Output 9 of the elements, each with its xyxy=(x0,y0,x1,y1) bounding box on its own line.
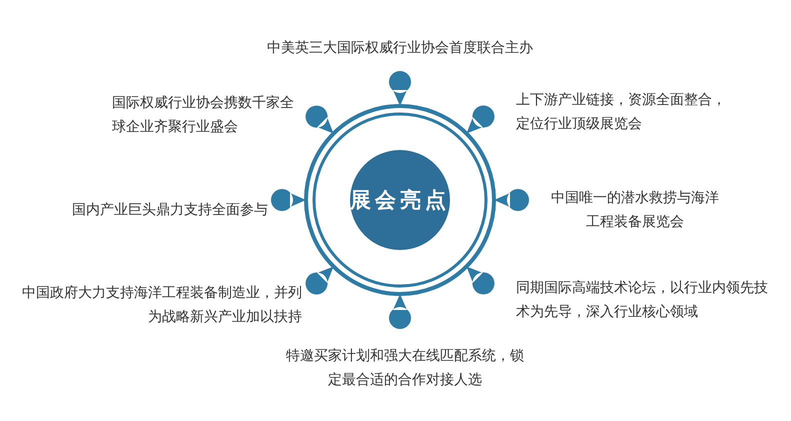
highlight-text: 中国唯一的潜水救捞与海洋工程装备展览会 xyxy=(550,189,720,232)
highlight-text: 同期国际高端技术论坛，以行业内领先技术为先导，深入行业核心领域 xyxy=(516,279,769,322)
highlight-text: 国际权威行业协会携数千家全球企业齐聚行业盛会 xyxy=(112,94,295,137)
highlight-text: 中国政府大力支持海洋工程装备制造业，并列为战略新兴产业加以扶持 xyxy=(21,284,302,327)
highlight-text: 特邀买家计划和强大在线匹配系统，锁定最合适的合作对接人选 xyxy=(285,347,525,390)
highlight-text: 上下游产业链接，资源全面整合，定位行业顶级展览会 xyxy=(516,91,727,134)
center-circle: 展会亮点 xyxy=(350,150,450,250)
highlight-text: 中美英三大国际权威行业协会首度联合主办 xyxy=(266,39,534,58)
highlight-text: 国内产业巨头鼎力支持全面参与 xyxy=(71,201,268,220)
